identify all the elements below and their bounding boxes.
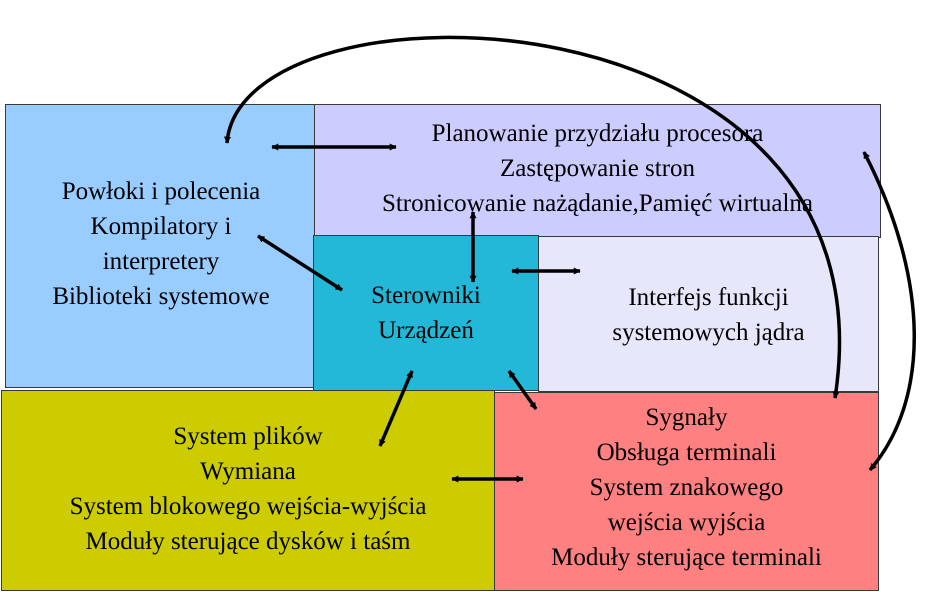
signals-line-4: wejścia wyjścia	[607, 509, 766, 536]
arrow-shells-signals-curve	[224, 35, 842, 399]
arrow-drivers-signals	[507, 369, 538, 411]
filesystem-line-2: Wymiana	[200, 458, 296, 485]
signals-box	[494, 392, 879, 591]
filesystem-line-4: Moduły sterujące dysków i taśm	[85, 528, 411, 555]
signals-line-1: Sygnały	[645, 404, 728, 431]
signals-line-2: Obsługa terminali	[596, 439, 777, 466]
arrow-drivers-filesystem	[378, 370, 414, 447]
signals-text: Sygnały Obsługa terminali System znakowe…	[494, 400, 879, 575]
filesystem-text: System plików Wymiana System blokowego w…	[1, 419, 495, 559]
arrow-scheduling-signals-curve	[862, 151, 916, 472]
filesystem-line-1: System plików	[173, 423, 323, 450]
shells-line-3: interpretery	[102, 248, 220, 275]
arrow-shells-drivers	[257, 234, 343, 292]
shells-line-2: Kompilatory i	[90, 213, 232, 240]
filesystem-line-3: System blokowego wejścia-wyjścia	[69, 493, 427, 520]
signals-line-5: Moduły sterujące terminali	[551, 544, 822, 571]
signals-line-3: System znakowego	[589, 474, 784, 501]
